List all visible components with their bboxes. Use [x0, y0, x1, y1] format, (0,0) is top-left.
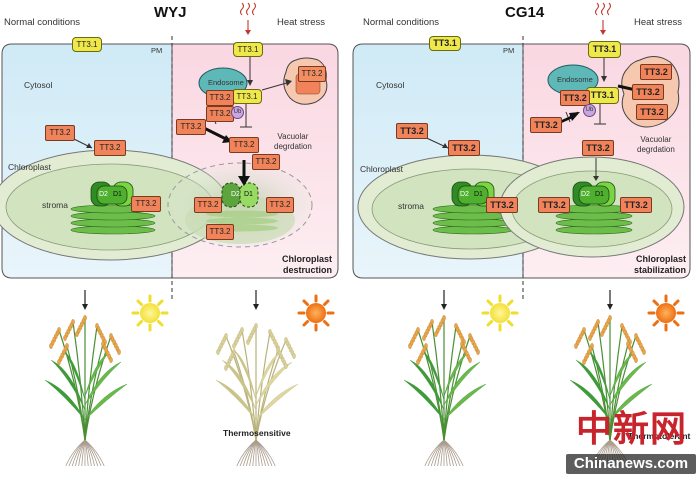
- right-panel-title: CG14: [505, 4, 545, 21]
- left-tt32-near-chloro: TT3.2: [94, 140, 126, 156]
- right-tt32-near-chloro: TT3.2: [448, 140, 480, 156]
- left-panel-title: WYJ: [154, 4, 187, 21]
- left-outcome-label: Chloroplast destruction: [281, 254, 332, 275]
- left-tt32-endosome: TT3.2: [206, 90, 234, 106]
- sun-orange-left-icon: [297, 294, 335, 332]
- right-tt32-heat-chloro-1: TT3.2: [538, 197, 570, 213]
- left-heat-waves: [239, 2, 257, 32]
- left-pm-label: PM: [151, 46, 163, 55]
- sun-yellow-right-icon: [481, 294, 519, 332]
- watermark-site: Chinanews.com: [566, 454, 696, 474]
- right-heat-stress-label: Heat stress: [634, 17, 683, 28]
- left-normal-psii: [90, 181, 134, 207]
- right-heat-d2-label: D2: [581, 191, 590, 198]
- right-d1-label: D1: [474, 191, 483, 198]
- right-tt32-vacuole-3: TT3.2: [636, 104, 668, 120]
- left-endosome-label: Endosome: [208, 78, 244, 87]
- right-tt31-endosome: TT3.1: [586, 87, 619, 104]
- left-tt32-endosome-2: TT3.2: [206, 106, 234, 122]
- rice-plant-cg14-normal: [403, 315, 487, 467]
- left-tt31-endosome: TT3.1: [232, 89, 262, 104]
- right-tt32-stroma: TT3.2: [486, 197, 518, 213]
- bottom-arrows: [84, 290, 611, 306]
- left-tt32-vacuole: TT3.2: [298, 66, 326, 82]
- right-ub-badge: Ub: [583, 104, 596, 117]
- left-tt32-heat-chloro-2: TT3.2: [266, 197, 294, 213]
- right-tt32-endosome: TT3.2: [560, 90, 590, 106]
- left-tt32-heat-right: TT3.2: [252, 154, 280, 170]
- right-outcome-label: Chloroplast stabilization: [633, 254, 686, 275]
- left-tt32-heat-chloro-3: TT3.2: [206, 224, 234, 240]
- left-tt31-heat: TT3.1: [233, 42, 263, 57]
- left-vacuolar-label: Vacuolar degrdation: [274, 132, 312, 151]
- left-chloroplast-label: Chloroplast: [8, 162, 51, 172]
- left-stroma-label: stroma: [42, 200, 68, 210]
- right-heat-psii: [572, 181, 616, 207]
- sun-orange-right-icon: [647, 294, 685, 332]
- left-tt32-heat-cytosol: TT3.2: [176, 119, 206, 135]
- right-tt32-heat-center: TT3.2: [582, 140, 614, 156]
- right-tt32-heat-chloro-2: TT3.2: [620, 197, 652, 213]
- rice-plants: [44, 315, 653, 467]
- left-ub-badge: Ub: [231, 106, 244, 119]
- right-d2-label: D2: [460, 191, 469, 198]
- right-heat-waves: [594, 2, 612, 32]
- left-normal-conditions-label: Normal conditions: [4, 17, 81, 28]
- rice-plant-cg14-heat: [569, 315, 653, 467]
- left-tt32-heat-center: TT3.2: [229, 137, 259, 153]
- right-cytosol-label: Cytosol: [376, 80, 405, 90]
- right-tt32-vacuole-2: TT3.2: [632, 84, 664, 100]
- rice-plant-wyj-normal: [44, 315, 128, 467]
- right-heat-d1-label: D1: [595, 191, 604, 198]
- right-heat-chloroplast: [499, 156, 685, 258]
- right-vacuolar-label: Vacuolar degrdation: [637, 135, 675, 154]
- right-tt32-cytosol: TT3.2: [396, 123, 428, 139]
- left-tt32-heat-chloro-1: TT3.2: [194, 197, 222, 213]
- sun-yellow-left-icon: [131, 294, 169, 332]
- right-tt32-heat-cytosol: TT3.2: [530, 117, 562, 133]
- right-chloroplast-label: Chloroplast: [360, 164, 403, 174]
- right-stroma-label: stroma: [398, 201, 424, 211]
- right-pm-label: PM: [503, 46, 515, 55]
- left-heat-d2-label: D2: [231, 191, 240, 198]
- left-heat-stress-label: Heat stress: [277, 17, 326, 28]
- left-d1-label: D1: [113, 191, 122, 198]
- watermark-chinese: 中新网: [576, 408, 688, 450]
- right-tt31-heat: TT3.1: [588, 41, 621, 58]
- right-tt32-vacuole-1: TT3.2: [640, 64, 672, 80]
- left-bold-arrow-to-chloro: [203, 126, 229, 142]
- right-plant-label: Thermotolerant: [628, 431, 691, 441]
- right-endosome-label: Endosome: [557, 75, 593, 84]
- left-heat-d1-label: D1: [244, 191, 253, 198]
- right-tt31-normal: TT3.1: [429, 36, 461, 51]
- left-plant-label: Thermosensitive: [223, 428, 291, 438]
- right-normal-conditions-label: Normal conditions: [363, 17, 440, 28]
- left-heat-psii: [221, 182, 259, 208]
- left-tt32-cytosol: TT3.2: [45, 125, 75, 141]
- left-tt31-normal: TT3.1: [72, 37, 102, 52]
- rice-plant-wyj-heat: [215, 323, 299, 467]
- left-d2-label: D2: [99, 191, 108, 198]
- left-tt32-stroma: TT3.2: [131, 196, 161, 212]
- left-cytosol-label: Cytosol: [24, 80, 53, 90]
